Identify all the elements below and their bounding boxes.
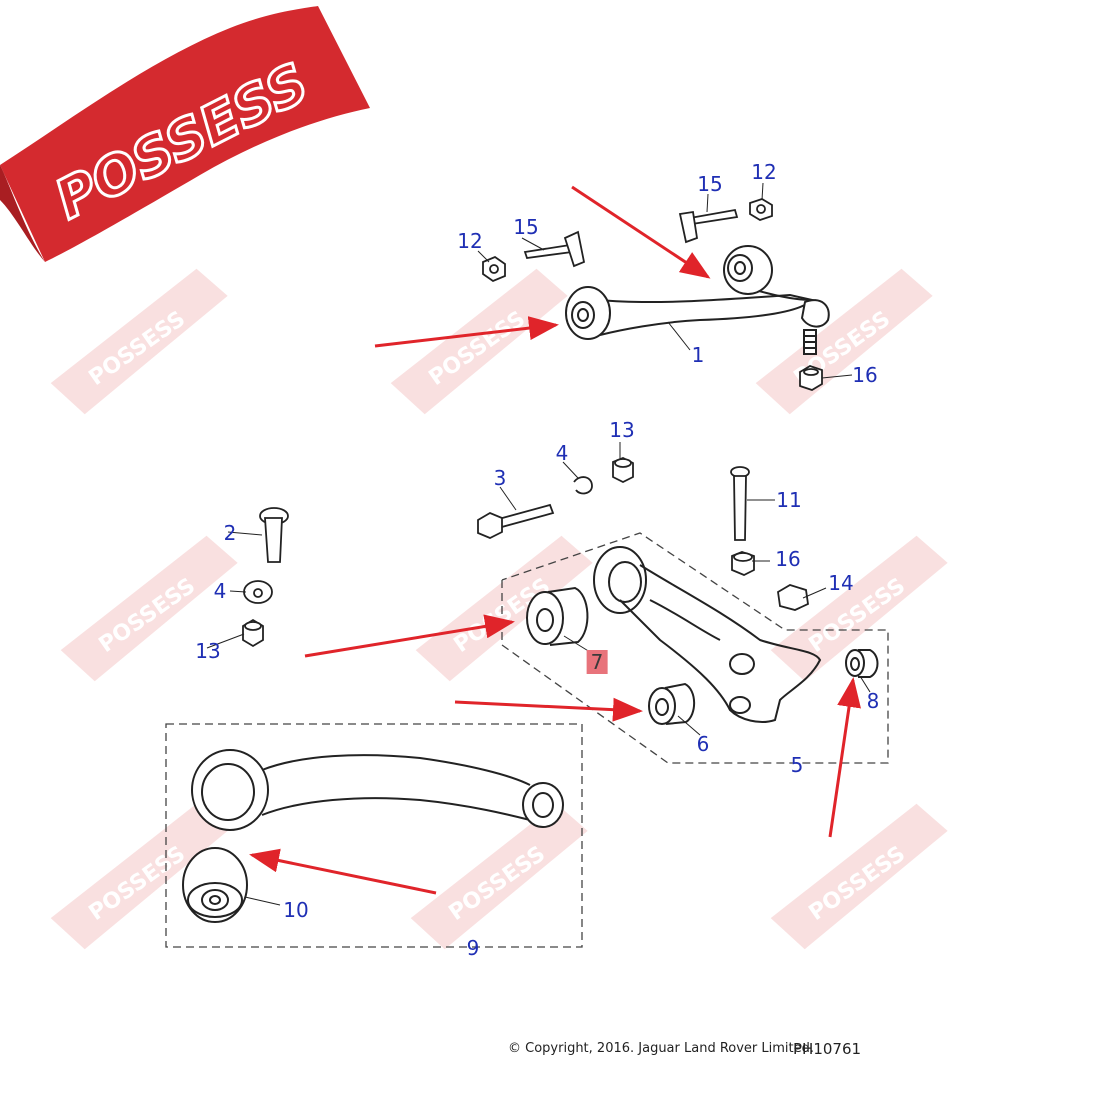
red-arrows [249,185,861,895]
watermark-stamp-8: POSSESS [410,803,588,950]
callout-16: 16 [852,363,878,387]
callout-12: 12 [751,160,777,184]
callout-1: 1 [691,343,705,367]
callout-3: 3 [493,466,507,490]
watermark-stamp-4: POSSESS [60,535,238,682]
callout-13: 13 [195,639,221,663]
lower-control-arm [593,546,822,723]
upper-control-arm [565,245,830,355]
callout-8: 8 [866,689,880,713]
bushings-lower [526,586,879,725]
watermark-stamp-3: POSSESS [755,268,933,415]
leader-lines [206,182,871,906]
callout-2: 2 [223,521,237,545]
arrow-upper-left [374,316,559,348]
callout-6: 6 [696,732,710,756]
arrow-bushing-7 [304,614,515,658]
assembly-box-9 [165,723,583,948]
copyright-text: © Copyright, 2016. Jaguar Land Rover Lim… [508,1041,815,1056]
arrow-bushing-8 [828,677,861,838]
callout-16: 16 [775,547,801,571]
callout-15: 15 [513,215,539,239]
callout-14: 14 [828,571,854,595]
arrow-bushing-10 [249,848,437,895]
brand-logo-banner: POSSESS [0,6,370,262]
callout-7: 7 [586,650,608,674]
watermark-stamp-1: POSSESS [50,268,228,415]
watermark-stamp-9: POSSESS [770,803,948,950]
callout-15: 15 [697,172,723,196]
callout-5: 5 [790,753,804,777]
callout-12: 12 [457,229,483,253]
assembly-box-5 [501,532,889,764]
callout-4: 4 [555,441,569,465]
callout-9: 9 [466,936,480,960]
callout-4: 4 [213,579,227,603]
lower-rear-arm [182,749,564,923]
callout-13: 13 [609,418,635,442]
lower-fasteners [242,457,809,648]
callout-10: 10 [283,898,309,922]
arrow-bushing-6 [454,697,643,722]
arrow-upper-right [571,185,711,279]
callout-11: 11 [776,488,802,512]
watermarks: POSSESS POSSESS POSSESS POSSESS POSSESS … [50,268,948,950]
diagram-reference: PH10761 [793,1040,862,1058]
upper-fasteners [482,198,823,391]
